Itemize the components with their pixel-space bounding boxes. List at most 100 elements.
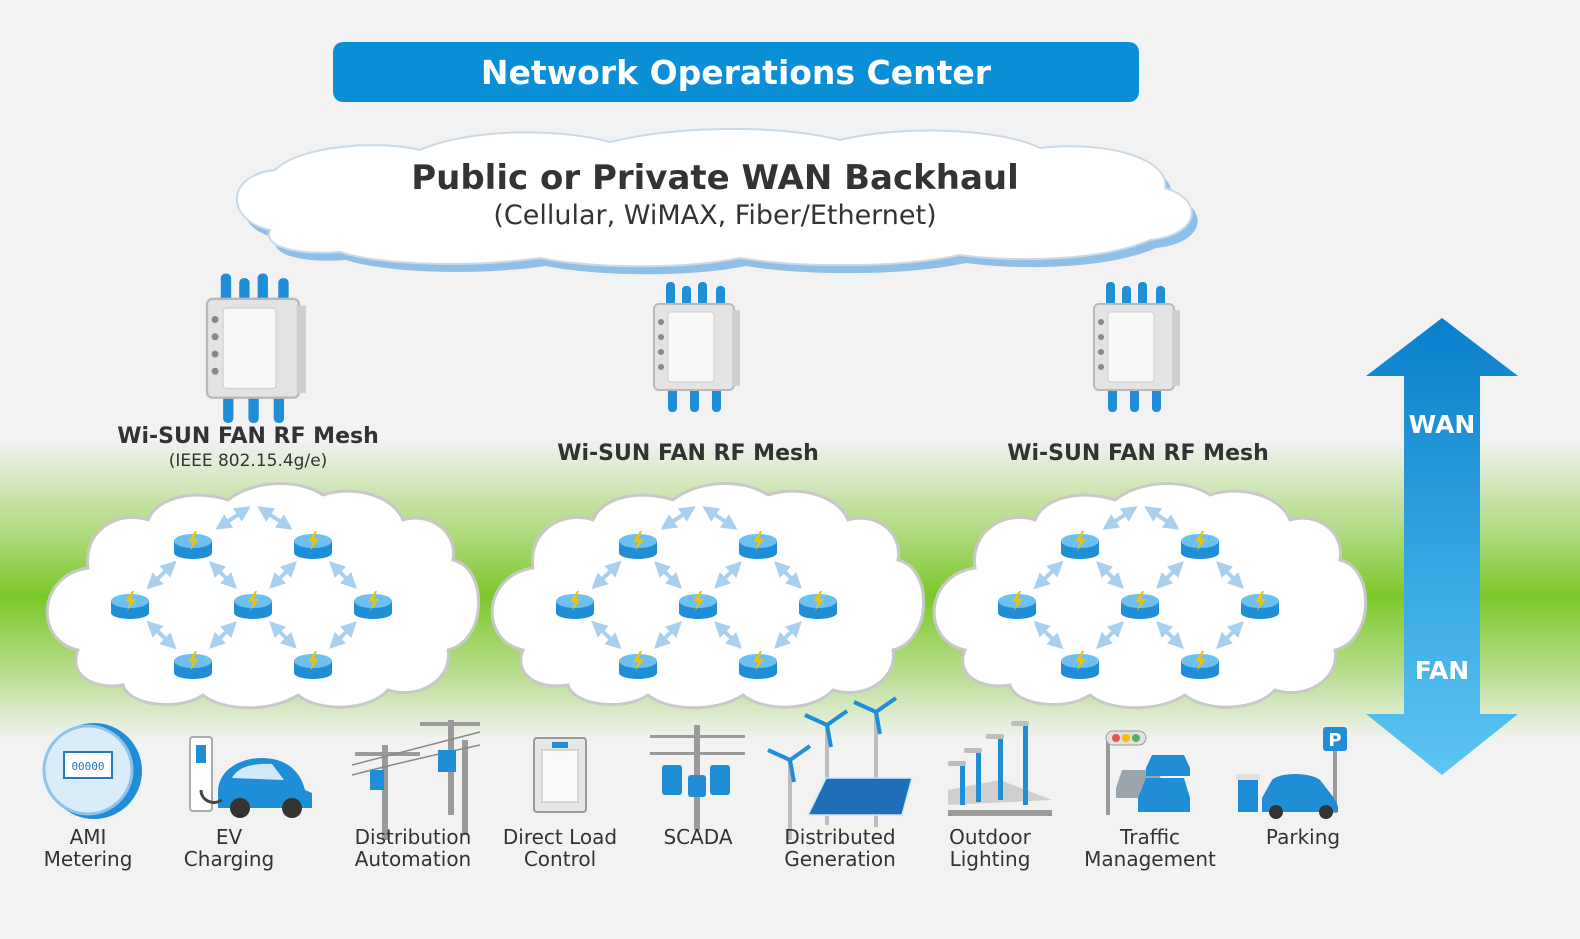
mesh-link — [209, 561, 237, 589]
app-label-9: Parking — [1223, 826, 1383, 848]
wan-backhaul-cloud — [235, 128, 1198, 275]
mesh-node-icon — [739, 531, 777, 559]
meter-icon: 00000 — [42, 723, 142, 819]
mesh-node-icon — [619, 651, 657, 679]
control-box-icon — [533, 737, 587, 813]
mesh-link — [209, 621, 237, 649]
app-label-line1: Direct Load — [502, 825, 618, 849]
app-label-line2: Charging — [183, 847, 275, 871]
mesh-label-1-text: Wi-SUN FAN RF Mesh — [117, 424, 379, 449]
mesh-link — [1096, 561, 1124, 589]
mesh-node-icon — [234, 591, 272, 619]
mesh-link — [1033, 620, 1064, 650]
app-label-line2: Automation — [354, 847, 472, 871]
app-label-line2: Lighting — [949, 847, 1031, 871]
mesh-link — [1144, 506, 1180, 530]
gateway-router-icon — [653, 282, 740, 412]
parking-icon: P — [1236, 727, 1347, 819]
mesh-node-icon — [679, 591, 717, 619]
mesh-node-icon — [556, 591, 594, 619]
mesh-link — [329, 621, 357, 649]
wind-solar-icon — [767, 696, 913, 840]
mesh-node-icon — [1061, 651, 1099, 679]
backhaul-subtitle: (Cellular, WiMAX, Fiber/Ethernet) — [493, 200, 937, 231]
mesh-link — [215, 506, 251, 530]
wan-fan-arrow — [1366, 318, 1518, 775]
mesh-node-icon — [1181, 651, 1219, 679]
mesh-link — [1156, 621, 1184, 649]
mesh-node-icon — [174, 651, 212, 679]
gateway-router-icon — [205, 273, 306, 423]
mesh-node-icon — [998, 591, 1036, 619]
mesh-node-icon — [111, 591, 149, 619]
mesh-link — [146, 560, 177, 590]
app-label-line1: Distributed — [784, 825, 896, 849]
traffic-icon — [1105, 730, 1190, 815]
mesh-link — [591, 560, 622, 590]
app-label-line2: Management — [1084, 847, 1216, 871]
mesh-link — [714, 561, 742, 589]
backhaul-title: Public or Private WAN Backhaul — [411, 158, 1019, 198]
mesh-link — [269, 621, 297, 649]
app-label-line1: EV — [215, 825, 243, 849]
mesh-node-icon — [294, 651, 332, 679]
mesh-link — [1156, 561, 1184, 589]
mesh-link — [329, 561, 357, 589]
mesh-link — [774, 561, 802, 589]
mesh-link — [1216, 561, 1244, 589]
mesh-link — [146, 620, 177, 650]
gateway-router-icon — [1093, 282, 1180, 412]
app-label-line1: Outdoor — [949, 825, 1031, 849]
backhaul-text: Public or Private WAN Backhaul (Cellular… — [240, 158, 1190, 231]
street-light-icon — [948, 721, 1052, 816]
mesh-link — [269, 561, 297, 589]
noc-title: Network Operations Center — [480, 52, 992, 92]
mesh-node-icon — [1241, 591, 1279, 619]
app-label-line1: Distribution — [354, 825, 472, 849]
mesh-link — [654, 621, 682, 649]
mesh-node-icon — [1181, 531, 1219, 559]
app-label-5: SCADA — [618, 826, 778, 848]
svg-text:P: P — [1328, 730, 1341, 751]
app-label-line2: Control — [523, 847, 597, 871]
app-label-line2: Metering — [43, 847, 133, 871]
mesh-link — [1096, 621, 1124, 649]
mesh-label-1-sub: (IEEE 802.15.4g/e) — [168, 451, 328, 471]
mesh-node-icon — [619, 531, 657, 559]
mesh-link — [714, 621, 742, 649]
mesh-link — [654, 561, 682, 589]
app-label-line1: Parking — [1265, 825, 1341, 849]
app-label-line2: Generation — [784, 847, 896, 871]
mesh-link — [257, 506, 293, 530]
mesh-label-1: Wi-SUN FAN RF Mesh (IEEE 802.15.4g/e) — [98, 424, 398, 471]
mesh-cloud-3 — [932, 482, 1368, 710]
wan-label: WAN — [1408, 410, 1476, 439]
mesh-node-icon — [174, 531, 212, 559]
mesh-node-icon — [1121, 591, 1159, 619]
mesh-link — [660, 506, 696, 530]
transformer-pole-icon — [650, 725, 745, 830]
mesh-node-icon — [1061, 531, 1099, 559]
mesh-node-icon — [294, 531, 332, 559]
mesh-node-icon — [354, 591, 392, 619]
mesh-link — [702, 506, 738, 530]
app-label-line1: SCADA — [663, 825, 733, 849]
app-label-line1: AMI — [69, 825, 107, 849]
svg-text:00000: 00000 — [71, 760, 104, 773]
mesh-link — [774, 621, 802, 649]
mesh-link — [591, 620, 622, 650]
mesh-link — [1033, 560, 1064, 590]
mesh-link — [1216, 621, 1244, 649]
mesh-node-icon — [799, 591, 837, 619]
utility-pole-icon — [351, 720, 481, 840]
app-label-line1: Traffic — [1119, 825, 1181, 849]
mesh-link — [1102, 506, 1138, 530]
mesh-cloud-2 — [490, 482, 926, 710]
